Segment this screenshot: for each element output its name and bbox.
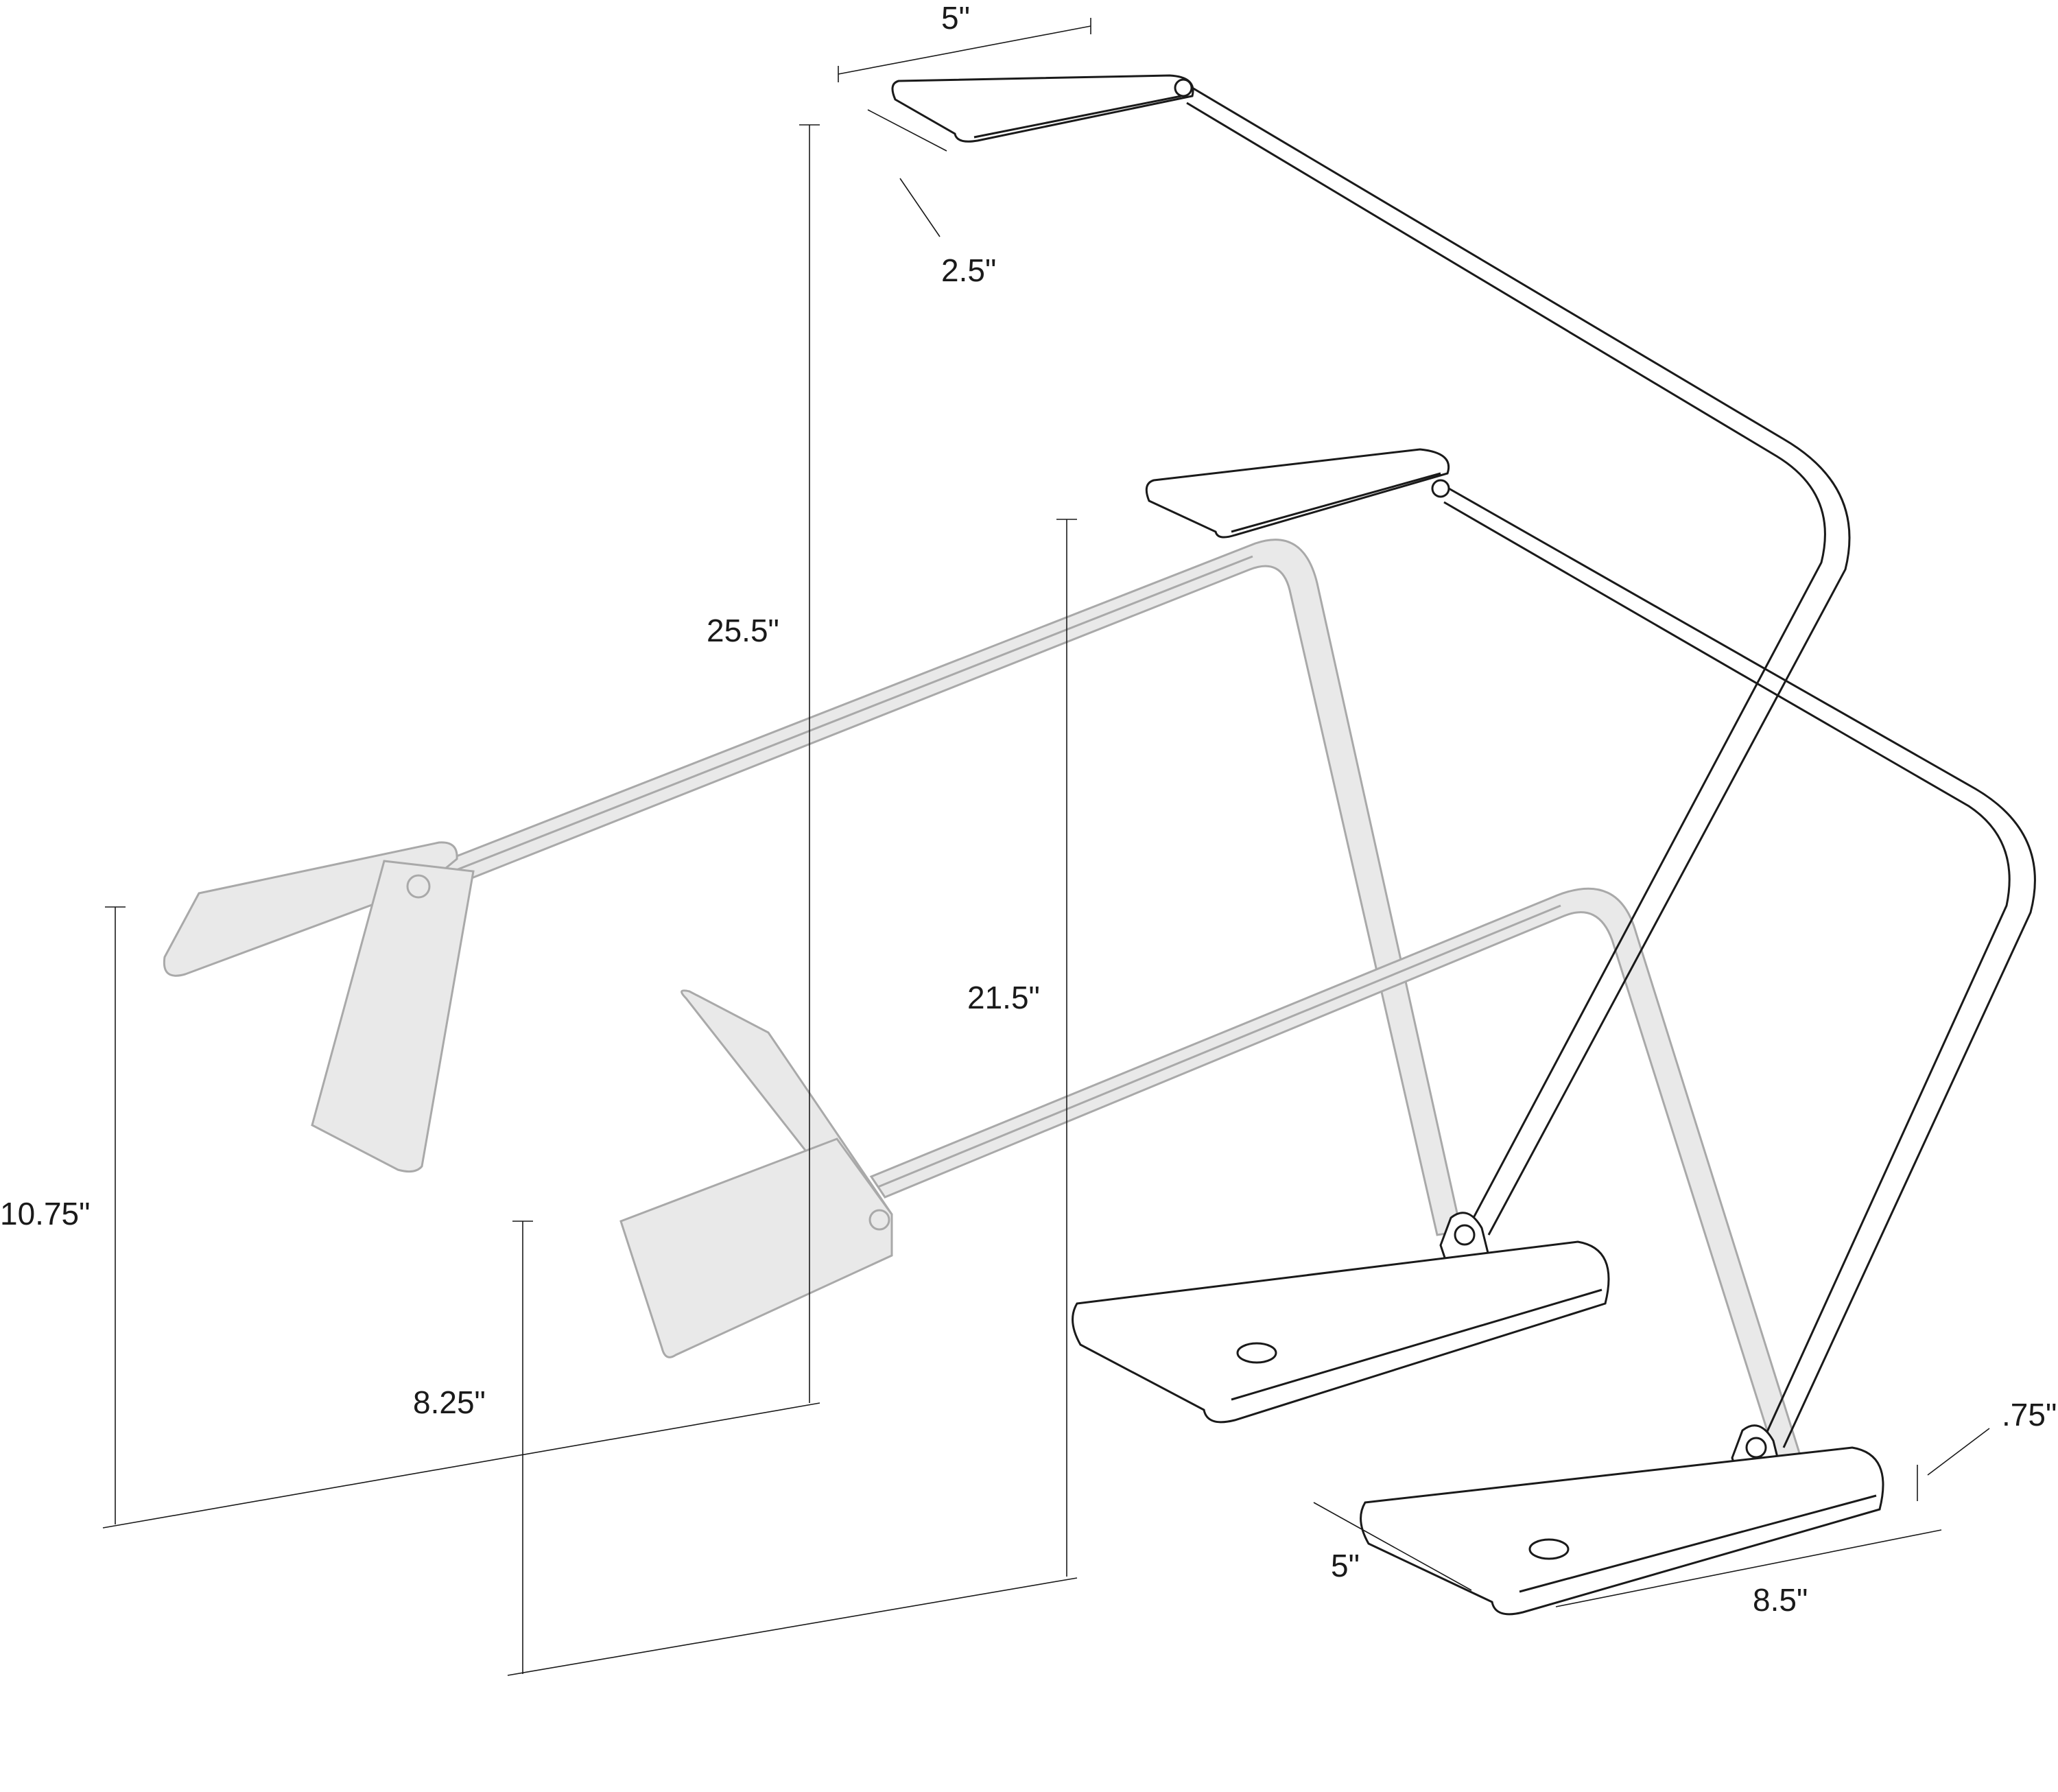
dim-head-width-line	[867, 109, 947, 152]
dim-base-length-line	[1555, 1529, 1942, 1607]
folded-short-head-pivot	[868, 1209, 890, 1231]
lamp-tall-head-pivot	[1174, 78, 1193, 97]
dim-head-width-leader	[899, 178, 941, 237]
lamp-tall-arm-outer	[1192, 86, 1851, 1236]
dimension-labels: 5" 2.5" 25.5" 21.5" 10.75" 8.25" .75" 5"…	[0, 0, 2057, 1618]
lamp-short-base	[1360, 1446, 1884, 1616]
folded-tall-head-panel	[311, 860, 475, 1173]
lamp-short-base-edge	[1519, 1494, 1877, 1593]
lamp-short-bracket-bolt	[1745, 1437, 1767, 1459]
label-head-length: 5"	[941, 0, 970, 36]
lamp-tall-arm-inner	[1186, 102, 1826, 1229]
dim-head-length-line	[838, 25, 1091, 75]
dim-folded-tall-baseline	[102, 1402, 820, 1529]
label-base-thickness: .75"	[2002, 1397, 2057, 1433]
lamp-short	[1145, 448, 2036, 1616]
label-short-height: 21.5"	[967, 980, 1040, 1015]
dimension-lines	[102, 18, 1990, 1676]
lamp-tall-base-switch	[1236, 1342, 1277, 1364]
folded-short-arm	[869, 887, 1806, 1473]
lamp-tall-head	[891, 74, 1194, 143]
dim-base-width-line	[1313, 1502, 1472, 1591]
folded-short-arm-inner-line	[877, 904, 1561, 1188]
label-folded-short-height: 8.25"	[413, 1384, 486, 1420]
lamp-short-head-edge	[1231, 472, 1441, 533]
folded-tall-arm	[437, 539, 1463, 1236]
label-base-width: 5"	[1331, 1548, 1360, 1583]
lamp-tall	[891, 74, 1851, 1424]
lamp-short-base-switch	[1528, 1538, 1570, 1560]
folded-lamp-short-ghost	[619, 887, 1806, 1473]
label-head-width: 2.5"	[941, 252, 996, 288]
dim-base-thickness-leader	[1927, 1428, 1990, 1476]
folded-lamp-tall-ghost	[163, 539, 1463, 1236]
lamp-tall-base	[1072, 1240, 1610, 1424]
lamp-short-arm-outer	[1448, 487, 2036, 1448]
label-tall-height: 25.5"	[707, 613, 779, 648]
folded-tall-arm-inner-line	[445, 555, 1253, 875]
lamp-tall-bracket-bolt	[1454, 1224, 1476, 1246]
lamp-short-head	[1145, 448, 1450, 539]
folded-tall-head-pivot	[406, 874, 431, 899]
label-base-length: 8.5"	[1753, 1582, 1808, 1618]
lamp-tall-head-edge	[973, 95, 1182, 139]
lamp-short-arm-inner	[1443, 501, 2011, 1441]
lamp-tall-base-edge	[1231, 1288, 1602, 1401]
label-folded-tall-height: 10.75"	[0, 1196, 90, 1231]
lamp-short-head-pivot	[1431, 479, 1450, 498]
dim-folded-short-baseline	[507, 1577, 1078, 1676]
folded-short-head-panel	[619, 1137, 893, 1358]
